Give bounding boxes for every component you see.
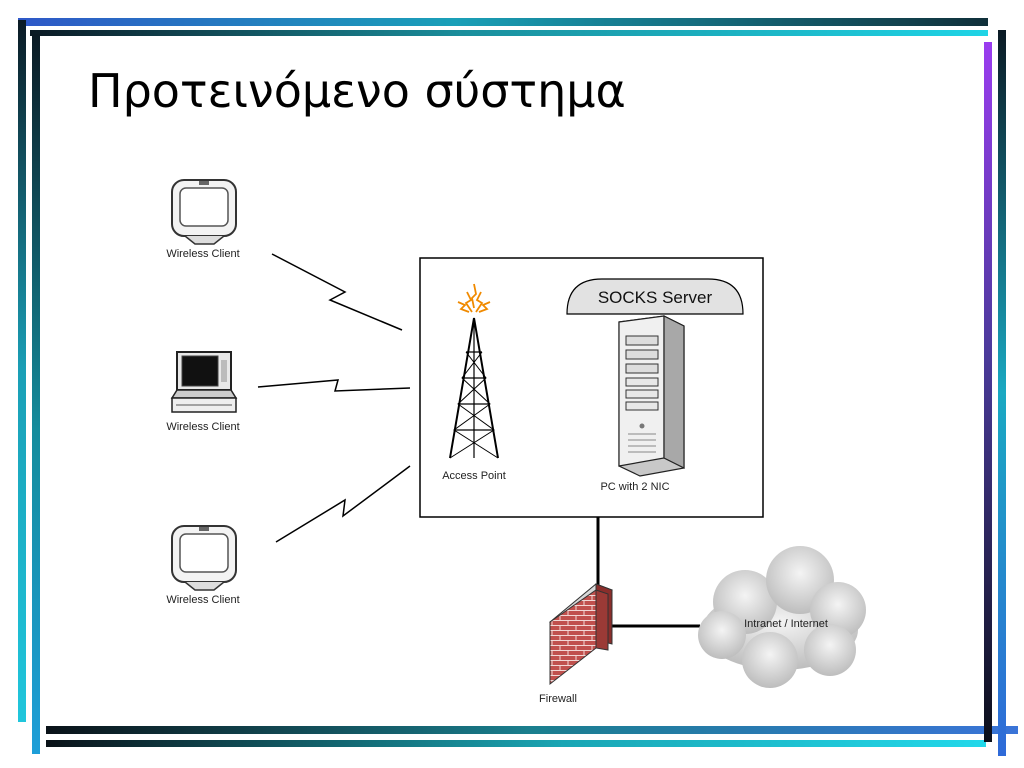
radio-tower-icon <box>449 283 499 459</box>
slide-title: Προτεινόμενο σύστημα <box>88 64 626 118</box>
socks-server-banner <box>566 278 744 315</box>
frame-bar-bottom-inner <box>46 740 986 747</box>
server-label: PC with 2 NIC <box>600 481 669 493</box>
laptop-closed-icon <box>171 179 237 245</box>
wireless-link-2 <box>257 379 411 392</box>
server-tower-icon <box>618 315 685 477</box>
frame-bar-left-inner <box>32 34 40 754</box>
network-label: Intranet / Internet <box>744 618 828 630</box>
frame-bar-top-inner <box>30 30 988 36</box>
firewall-label: Firewall <box>539 693 577 705</box>
client-2-label: Wireless Client <box>166 421 239 433</box>
brick-wall-icon <box>549 583 613 686</box>
frame-bar-right <box>984 42 992 742</box>
socks-server-banner-text: SOCKS Server <box>598 288 713 307</box>
laptop-open-icon <box>170 351 238 413</box>
cloud-icon <box>698 546 866 688</box>
wireless-link-1 <box>271 253 403 331</box>
frame-bar-bottom <box>46 726 1018 734</box>
access-point-label: Access Point <box>442 470 506 482</box>
frame-bar-top <box>18 18 988 26</box>
frame-bar-left <box>18 20 26 722</box>
laptop-closed-icon <box>171 525 237 591</box>
client-3-label: Wireless Client <box>166 594 239 606</box>
client-1-label: Wireless Client <box>166 248 239 260</box>
frame-bar-right-outer <box>998 30 1006 756</box>
wireless-link-3 <box>275 465 411 543</box>
